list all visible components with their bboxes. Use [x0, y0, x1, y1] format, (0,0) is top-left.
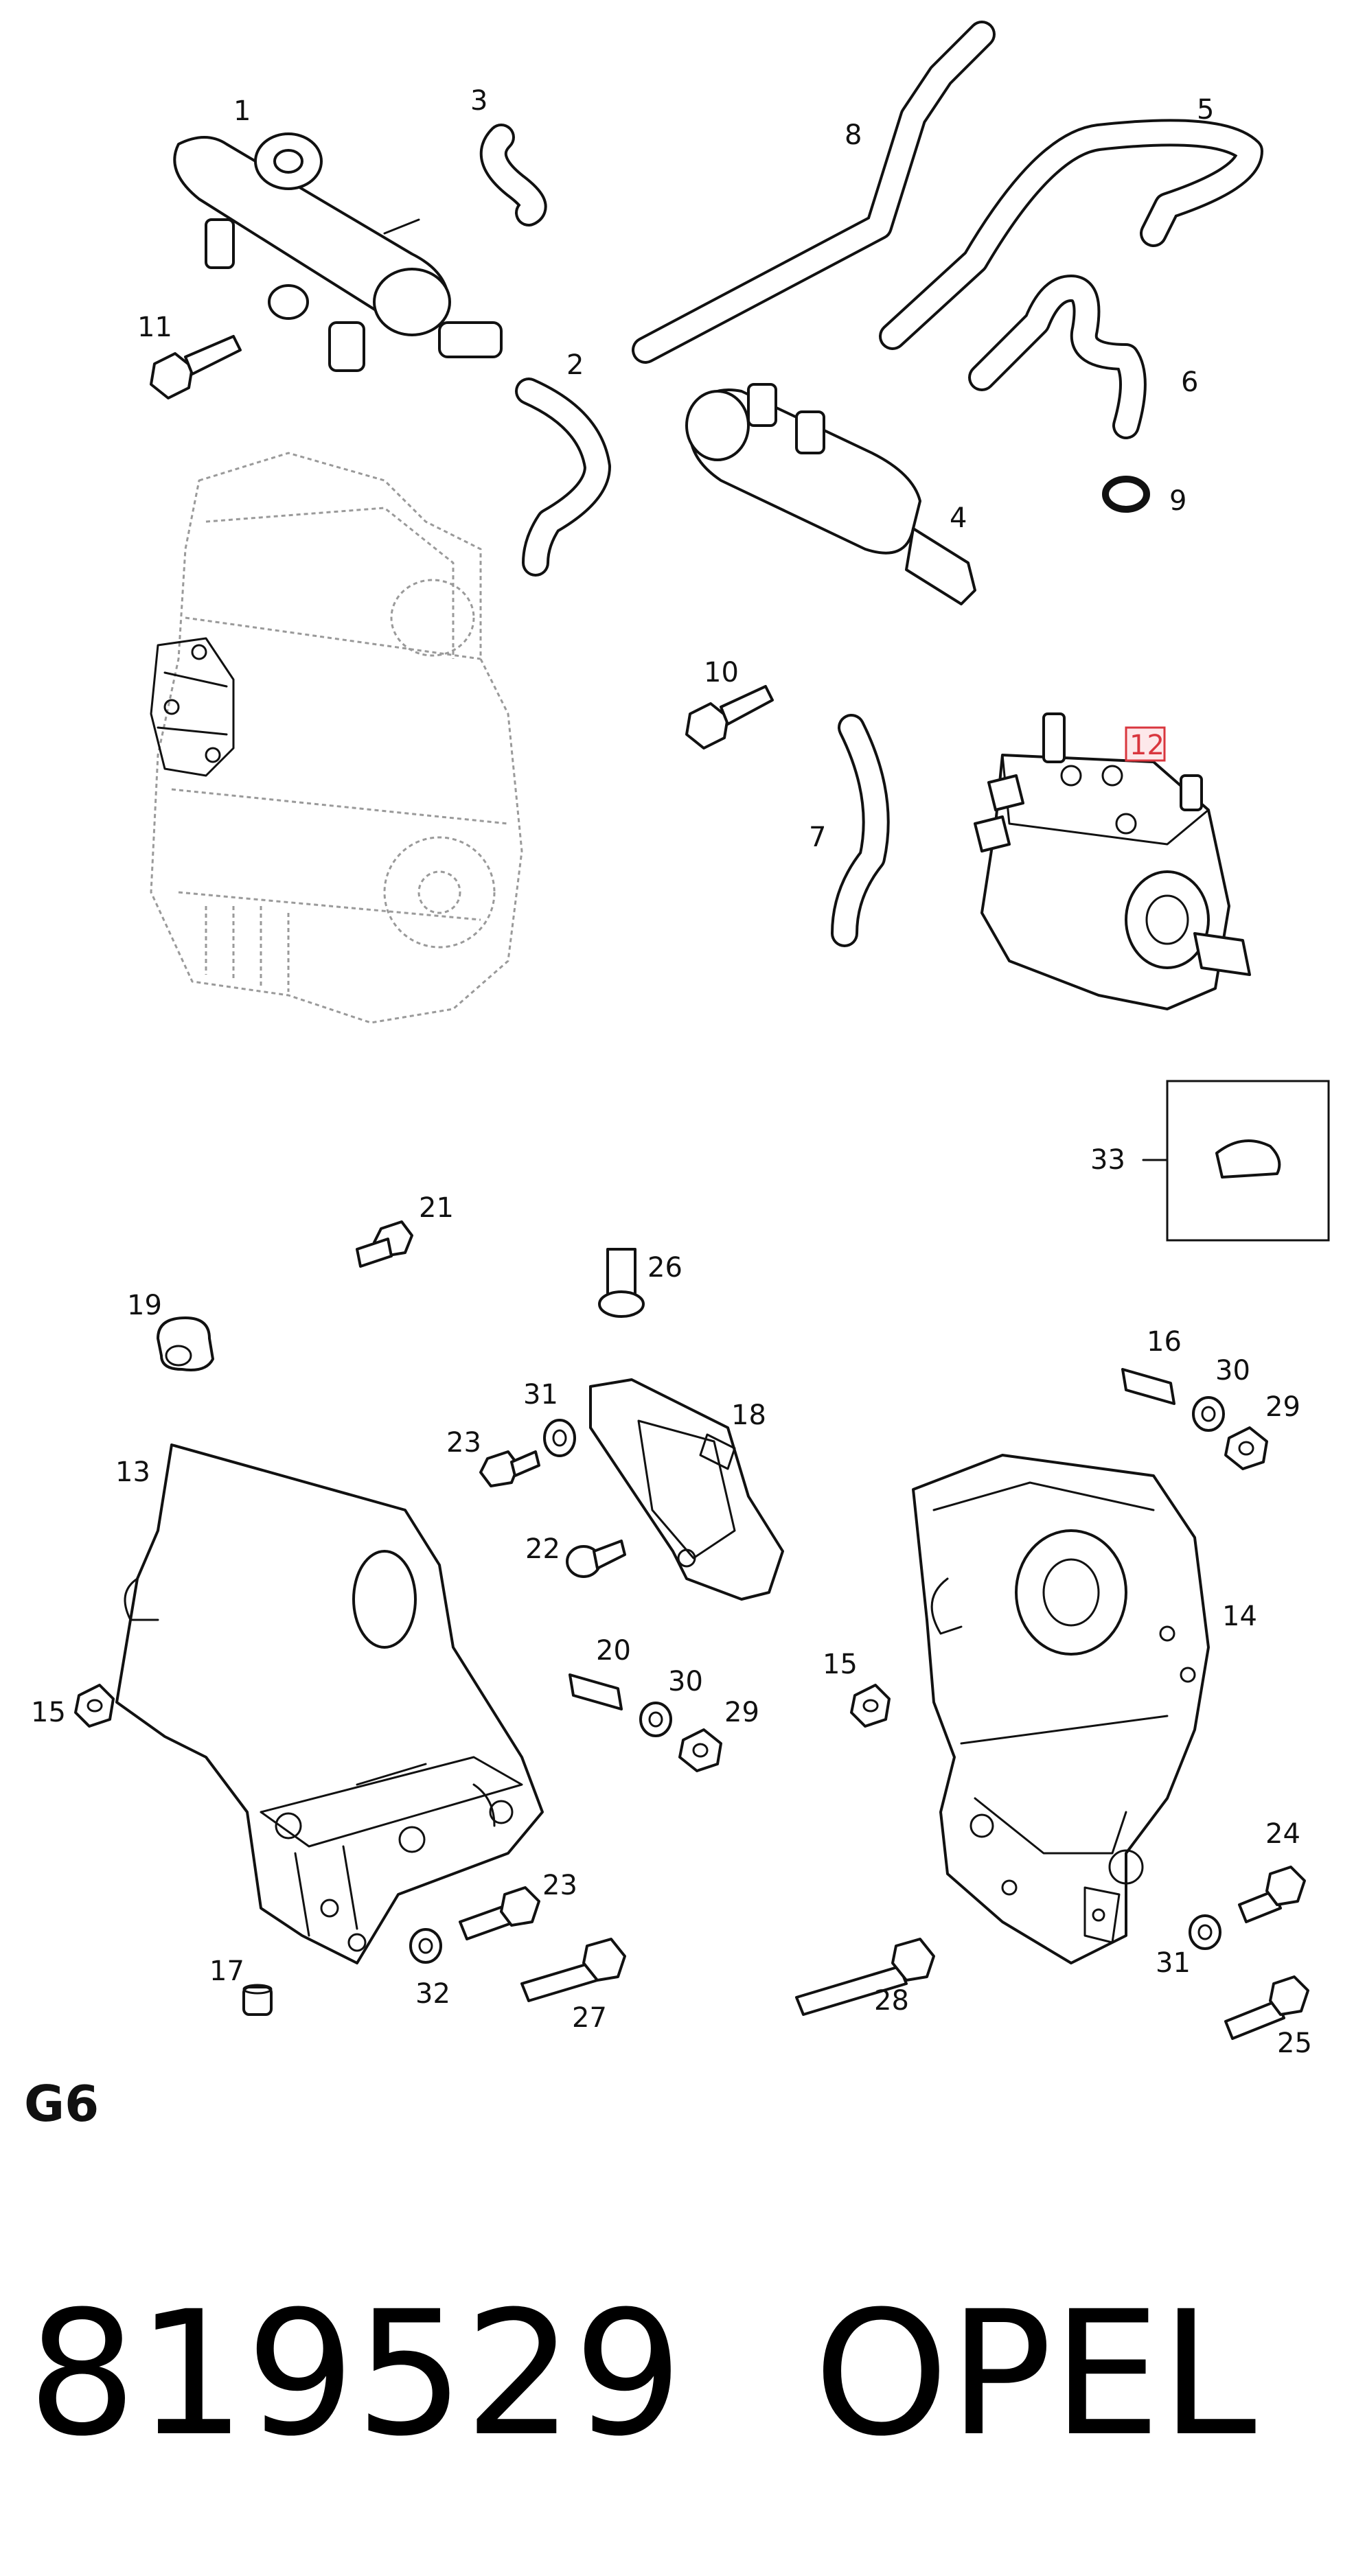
callout-label: 23: [446, 1427, 481, 1459]
part-26-stud: [598, 1248, 645, 1318]
part-13-bracket: [115, 1443, 544, 1964]
part-23-bolt-lower: [459, 1886, 540, 1940]
inset-box-33: [1142, 1080, 1330, 1242]
callout-label: 13: [115, 1457, 150, 1488]
callout-label: 23: [542, 1870, 577, 1901]
callout-label: 29: [724, 1697, 759, 1728]
callout-label: 26: [647, 1252, 682, 1284]
part-23-bolt-upper: [479, 1450, 540, 1487]
part-6-hose: [968, 275, 1147, 439]
part-11-bolt: [150, 335, 242, 399]
part-32-washer: [409, 1928, 442, 1964]
part-25-bolt: [1224, 1975, 1309, 2040]
callout-label: 30: [1215, 1355, 1250, 1386]
part-1-fuel-rail: [173, 132, 503, 372]
part-8-hose: [632, 21, 996, 364]
part-31-washer-upper: [543, 1419, 576, 1457]
callout-label: 28: [874, 1985, 909, 2017]
brand-name: OPEL: [814, 2274, 1257, 2474]
callout-label: 1: [233, 95, 251, 127]
callout-labels: 1 2 3 4 5 6 7 8 9 10 11 12 33 21 26 19 1…: [31, 85, 1312, 2059]
callout-label: 32: [415, 1978, 450, 2010]
callout-label: 22: [525, 1533, 560, 1565]
part-30-washer-right: [1192, 1396, 1225, 1432]
callout-label: 30: [668, 1666, 703, 1697]
part-20-stud: [569, 1673, 623, 1710]
callout-label: 24: [1265, 1818, 1300, 1850]
part-10-bolt: [685, 685, 774, 750]
part-22-bolt: [566, 1540, 626, 1578]
callout-label: 31: [523, 1379, 558, 1411]
callout-label: 7: [809, 822, 826, 853]
part-24-bolt: [1238, 1866, 1306, 1923]
callout-label: 4: [950, 502, 967, 534]
part-3-hose: [479, 124, 547, 227]
callout-label: 6: [1181, 367, 1198, 398]
part-30-washer-mid: [639, 1702, 672, 1737]
callout-label: 21: [419, 1192, 454, 1224]
part-17-sleeve: [242, 1984, 273, 2016]
callout-label: 2: [566, 349, 584, 381]
callout-label: 10: [704, 657, 739, 688]
callout-label: 16: [1147, 1326, 1182, 1358]
part-number: 819529: [27, 2274, 682, 2474]
part-2-hose: [515, 378, 611, 577]
callout-label: 5: [1197, 94, 1214, 126]
part-31-washer-lower: [1189, 1914, 1221, 1950]
callout-label: 15: [31, 1697, 66, 1728]
engine-block-reference: [150, 452, 523, 1024]
callout-label: 14: [1222, 1601, 1257, 1632]
part-19-sleeve: [157, 1316, 214, 1371]
callout-label: 19: [127, 1290, 162, 1321]
callout-label: 29: [1265, 1391, 1300, 1423]
callout-12-highlight-box: [1125, 726, 1166, 762]
part-9-clamp: [1102, 476, 1150, 513]
part-15-nut-left: [74, 1684, 115, 1728]
callout-label: 17: [209, 1956, 244, 1987]
section-code: G6: [24, 2075, 99, 2133]
callout-label: 33: [1090, 1144, 1125, 1176]
part-12-pump: [974, 712, 1251, 1010]
part-27-bolt: [520, 1938, 626, 2002]
callout-label: 3: [470, 85, 487, 117]
part-29-nut-mid: [678, 1728, 722, 1772]
part-28-bolt: [795, 1938, 935, 2016]
part-5-hose: [879, 119, 1263, 350]
part-21-bolt: [356, 1220, 413, 1268]
callout-label: 25: [1277, 2028, 1312, 2059]
callout-label: 20: [596, 1635, 631, 1667]
callout-label: 9: [1169, 485, 1186, 517]
part-18-cover-plate: [589, 1378, 784, 1601]
callout-label-highlighted: 12: [1129, 730, 1164, 761]
callout-label: 8: [845, 119, 862, 151]
part-7-hose: [831, 714, 890, 947]
part-4-canister: [685, 383, 976, 605]
callout-label: 18: [731, 1400, 766, 1431]
callout-label: 31: [1156, 1947, 1191, 1979]
callout-label: 15: [823, 1649, 858, 1680]
part-14-timing-housing: [912, 1454, 1210, 1964]
part-15-nut-right: [850, 1684, 891, 1728]
callout-label: 27: [572, 2002, 607, 2034]
part-29-nut-right: [1224, 1426, 1268, 1470]
callout-label: 11: [137, 312, 172, 343]
part-16-stud: [1121, 1368, 1175, 1405]
